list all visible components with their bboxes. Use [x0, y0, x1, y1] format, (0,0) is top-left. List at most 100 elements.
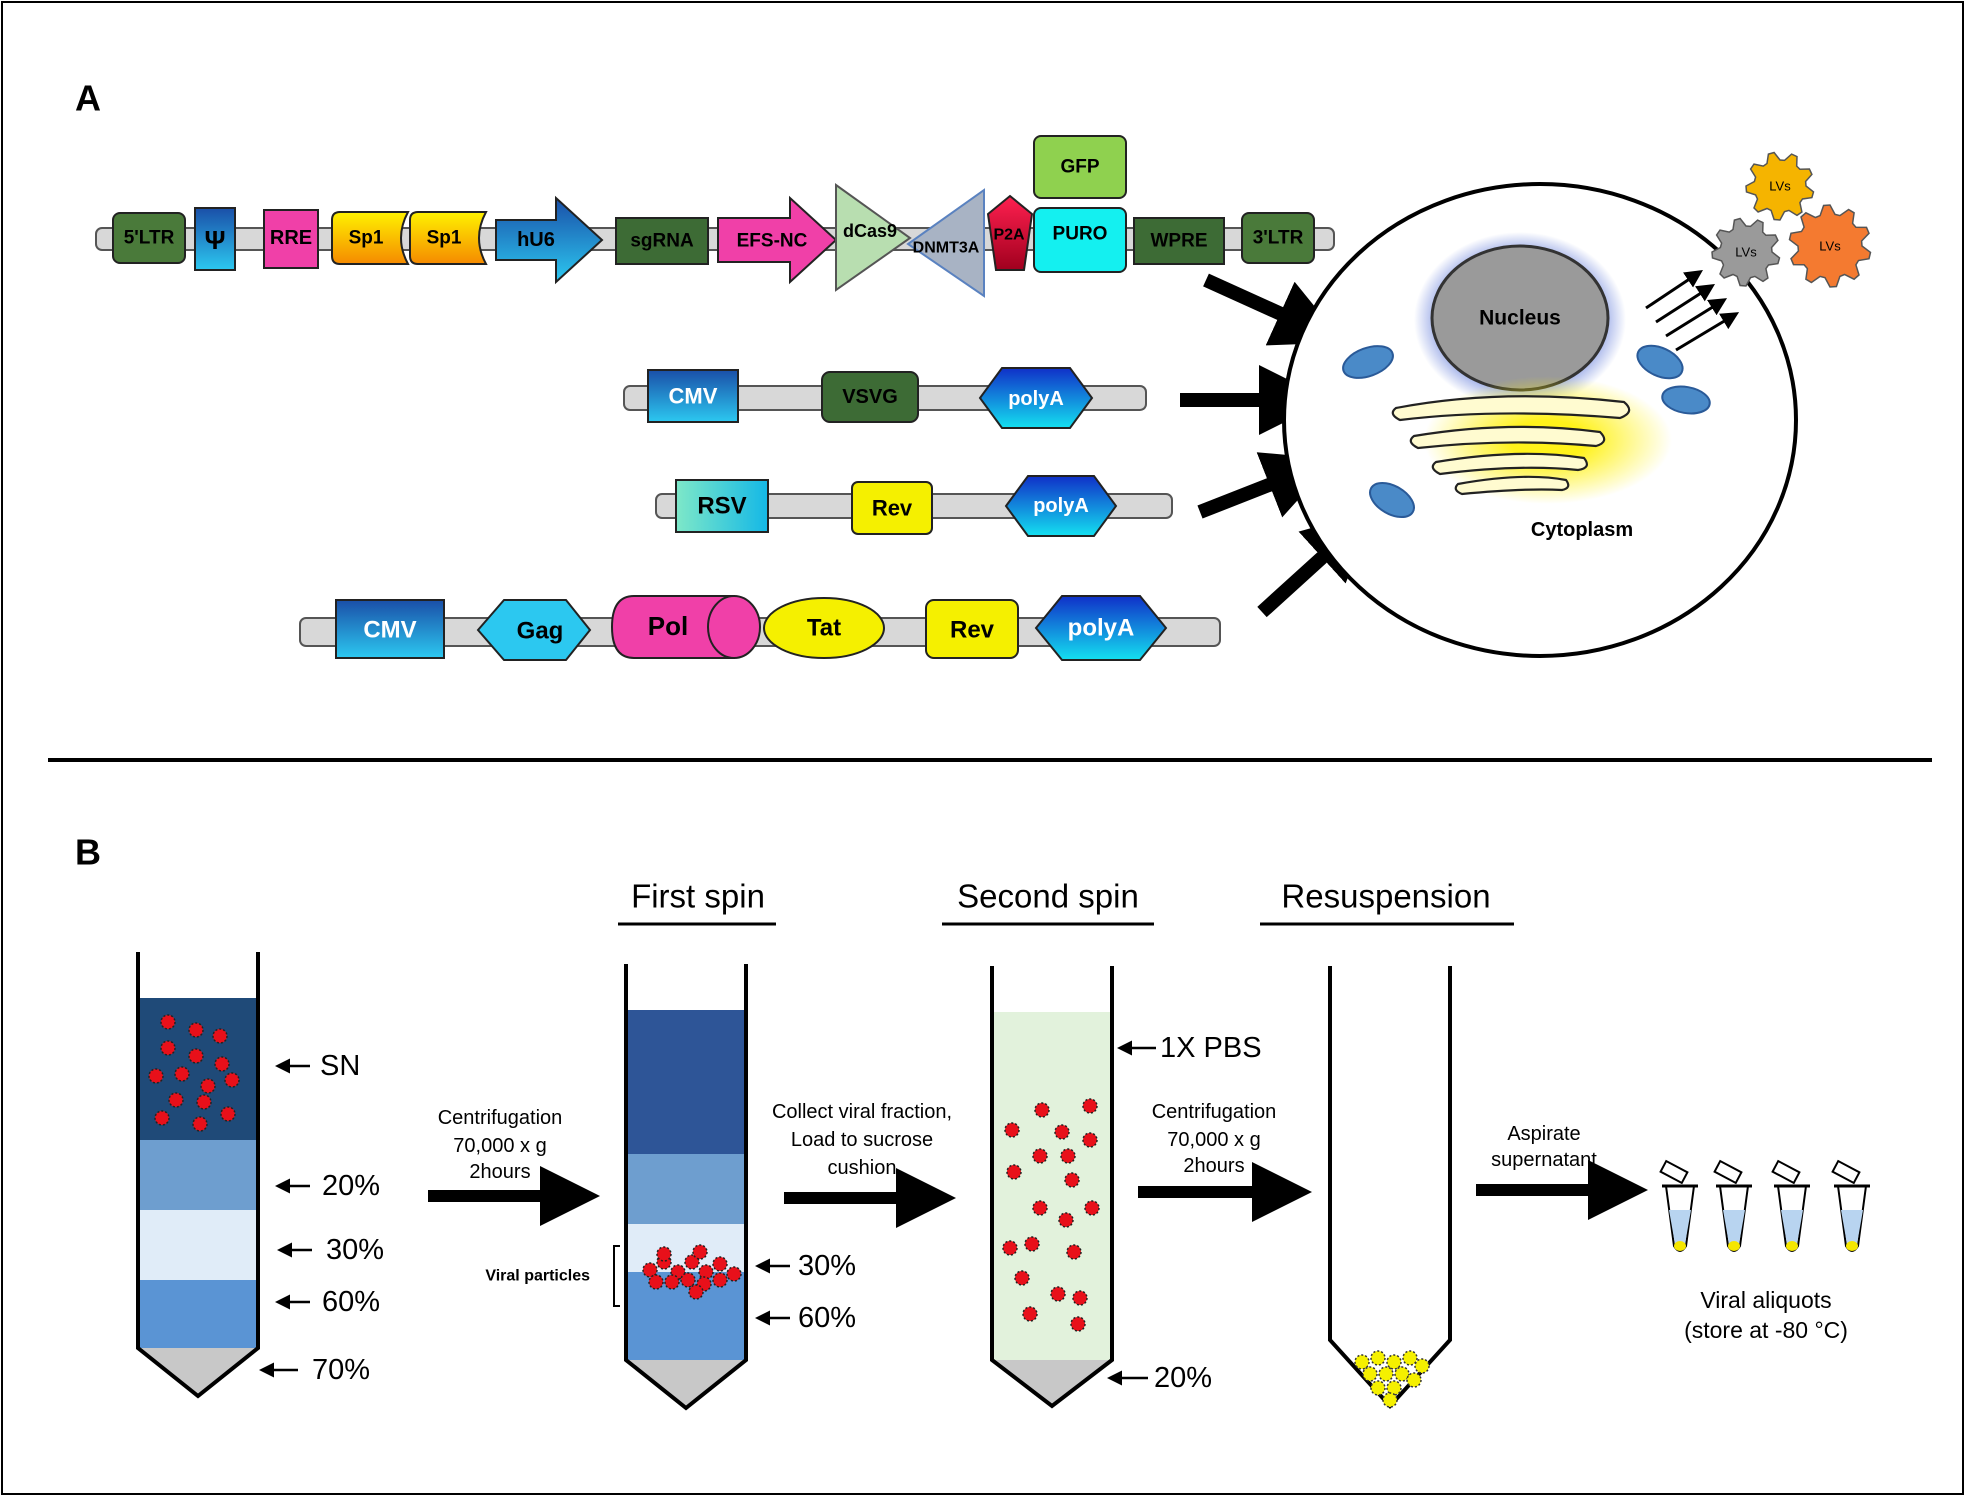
tat-label: Tat	[807, 615, 841, 642]
tube-wall	[624, 964, 748, 1411]
aliquots-text-1: Viral aliquots	[1700, 1287, 1831, 1313]
construct-transfer-plasmid: 5'LTR Ψ RRE Sp1 Sp1 hU6 sgRNA EFS-NC dCa…	[95, 135, 1335, 298]
mitochondrion	[1342, 345, 1394, 379]
psi-label: Ψ	[204, 225, 225, 255]
rev-box	[925, 599, 1019, 659]
budding-arrows	[1645, 270, 1740, 352]
arrow1-text-2: 70,000 x g	[453, 1135, 546, 1157]
psi-box	[194, 207, 236, 271]
construct-rev-plasmid: RSV Rev polyA	[655, 475, 1173, 537]
dnmt3a-label: DNMT3A	[913, 240, 980, 257]
rev-box	[851, 481, 933, 535]
rev-label: Rev	[950, 617, 995, 644]
vsvg-label: VSVG	[842, 386, 898, 408]
layer-30	[138, 1210, 258, 1280]
efs-nc-label: EFS-NC	[737, 231, 808, 252]
puro-label: PURO	[1053, 224, 1108, 245]
nucleus-label: Nucleus	[1479, 307, 1561, 330]
ltr5-box	[112, 212, 186, 264]
hu6-label: hU6	[517, 229, 555, 251]
ltr3-label: 3'LTR	[1253, 228, 1304, 249]
p2a-pentagon	[986, 194, 1034, 271]
construct-packaging-plasmid: CMV Gag Pol Tat Rev polyA	[299, 595, 1221, 661]
wpre-box	[1133, 217, 1225, 265]
dcas9-label: dCas9	[843, 221, 897, 241]
rre-box	[263, 209, 319, 269]
polya-hexagon	[1004, 475, 1118, 537]
layer-20	[992, 1360, 1112, 1406]
aliquot-tube	[1713, 1159, 1752, 1252]
aliquot-tube	[1771, 1159, 1810, 1252]
layer-70	[138, 1348, 258, 1396]
efs-nc-arrow	[717, 195, 838, 285]
arrow1-text-3: 2hours	[469, 1161, 530, 1183]
layer-top	[626, 1010, 746, 1154]
label-60pct: 60%	[798, 1302, 856, 1334]
layer-bottom	[626, 1360, 746, 1408]
gear-icon	[1788, 204, 1872, 288]
arrow4-text-2: supernatant	[1491, 1149, 1597, 1171]
lv-particle-orange: LVs	[1788, 204, 1872, 288]
p2a-label: P2A	[993, 227, 1025, 244]
polya-label: polyA	[1068, 615, 1135, 642]
tube-wall	[1328, 966, 1452, 1409]
arrow2-text-2: Load to sucrose	[791, 1129, 933, 1151]
golgi	[1391, 395, 1631, 496]
tube-first-spin: Viral particles 30% 60%	[485, 964, 856, 1411]
rsv-box	[675, 479, 769, 533]
hu6-arrow	[495, 195, 604, 285]
lv-particle-gold: LVs	[1745, 151, 1815, 221]
wpre-label: WPRE	[1151, 231, 1208, 252]
tube-wall	[990, 966, 1114, 1409]
dcas9-triangle	[835, 183, 912, 292]
polya-label: polyA	[1033, 495, 1089, 517]
label-20pct: 20%	[1154, 1362, 1212, 1394]
viral-pellet	[1354, 1350, 1430, 1408]
arrow3-text-1: Centrifugation	[1152, 1101, 1277, 1123]
ltr5-label: 5'LTR	[124, 228, 175, 249]
arrow1-text-1: Centrifugation	[438, 1107, 563, 1129]
polya-label: polyA	[1008, 388, 1064, 410]
sgrna-box	[615, 217, 709, 265]
lv-label: LVs	[1819, 239, 1841, 254]
gfp-label: GFP	[1060, 157, 1099, 178]
step-resuspension: Resuspension	[1281, 878, 1490, 915]
cmv-label: CMV	[363, 617, 416, 644]
tat-ellipse	[763, 597, 885, 659]
arrow-construct3	[1197, 452, 1335, 519]
layer-60	[138, 1280, 258, 1348]
puro-box	[1033, 207, 1127, 273]
label-70pct: 70%	[312, 1354, 370, 1386]
sgrna-label: sgRNA	[630, 231, 694, 252]
gag-hexagon	[476, 599, 592, 661]
pol-cylinder-end	[707, 595, 761, 659]
lv-particle-gray: LVs	[1711, 217, 1781, 287]
sp1-box-2	[409, 211, 488, 265]
vsvg-box	[821, 371, 919, 423]
polya-hexagon	[1034, 595, 1168, 661]
cmv-box	[647, 369, 739, 423]
layer-20	[626, 1154, 746, 1224]
layer-20	[138, 1140, 258, 1210]
step-first-spin: First spin	[631, 878, 765, 915]
cytoplasm-label: Cytoplasm	[1531, 519, 1633, 541]
gear-icon	[1745, 151, 1815, 221]
arrow-construct1	[1203, 273, 1344, 346]
gag-label: Gag	[517, 618, 564, 645]
aliquots-text-2: (store at -80 °C)	[1684, 1317, 1848, 1343]
sp1-box-1	[331, 211, 410, 265]
gear-icon	[1711, 217, 1781, 287]
producer-cell: Nucleus Cytoplasm	[1282, 182, 1798, 658]
aliquot-tube	[1659, 1159, 1698, 1252]
label-viral-particles: Viral particles	[485, 1268, 590, 1285]
lentiviral-particles: LVs LVs LVs	[1711, 151, 1872, 288]
aliquot-tube	[1831, 1159, 1870, 1252]
viral-aliquots	[1659, 1159, 1870, 1252]
label-60pct: 60%	[322, 1286, 380, 1318]
ltr3-box	[1241, 212, 1315, 264]
label-30pct: 30%	[326, 1234, 384, 1266]
gfp-box	[1033, 135, 1127, 199]
arrow4-text-1: Aspirate	[1507, 1123, 1580, 1145]
rsv-label: RSV	[697, 493, 746, 520]
cmv-label: CMV	[669, 384, 718, 409]
